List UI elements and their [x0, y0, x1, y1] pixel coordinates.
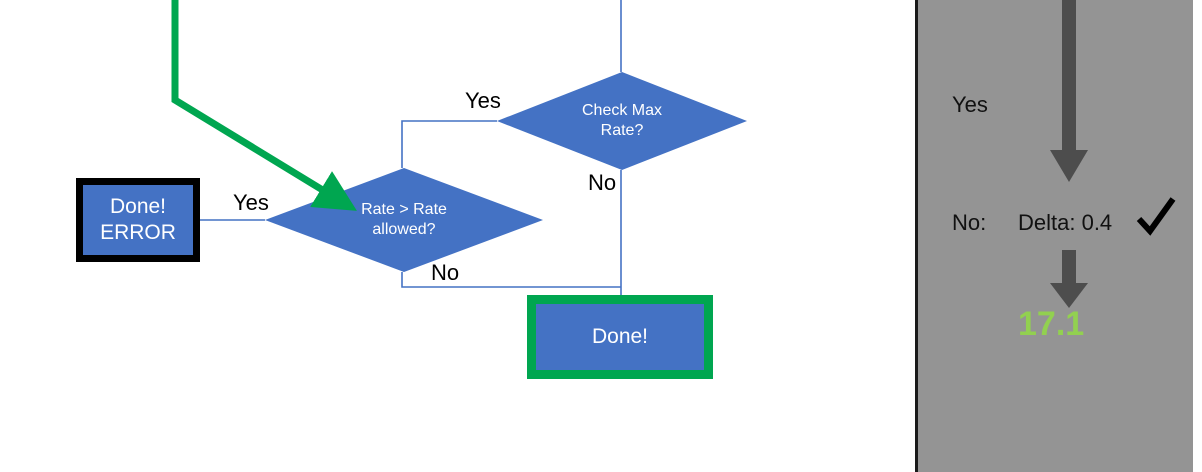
panel-yes-label: Yes: [952, 92, 988, 117]
done-error-line-1: Done!: [109, 194, 167, 218]
connector-rate-no-to-done: [401, 272, 621, 288]
done-label: Done!: [591, 324, 649, 348]
panel-delta-value: Delta: 0.4: [1018, 210, 1113, 235]
panel-result-value: 17.1: [1018, 305, 1085, 343]
panel-no-label: No:: [952, 210, 987, 235]
short-down-arrow-icon: [1050, 250, 1088, 308]
connector-checkmax-yes-to-rate: [401, 120, 497, 168]
process-done-error[interactable]: Done! ERROR: [76, 178, 200, 262]
edge-label-no-from-check-max: No: [588, 170, 617, 195]
long-down-arrow-icon: [1050, 0, 1088, 182]
highlight-path-arrow: [171, 0, 357, 211]
done-error-line-2: ERROR: [100, 221, 176, 244]
edge-label-yes-to-done-error: Yes: [233, 190, 269, 215]
edge-label-no-from-rate-allowed: No: [431, 260, 460, 285]
panel-arrows: [1050, 0, 1088, 308]
gray-side-panel: Yes No: Delta: 0.4 17.1: [915, 0, 1193, 472]
decision-check-max-rate: [497, 72, 747, 170]
process-done[interactable]: Done!: [527, 295, 713, 379]
check-mark-icon: [1136, 197, 1176, 236]
edge-label-yes-to-check-max: Yes: [465, 88, 501, 113]
